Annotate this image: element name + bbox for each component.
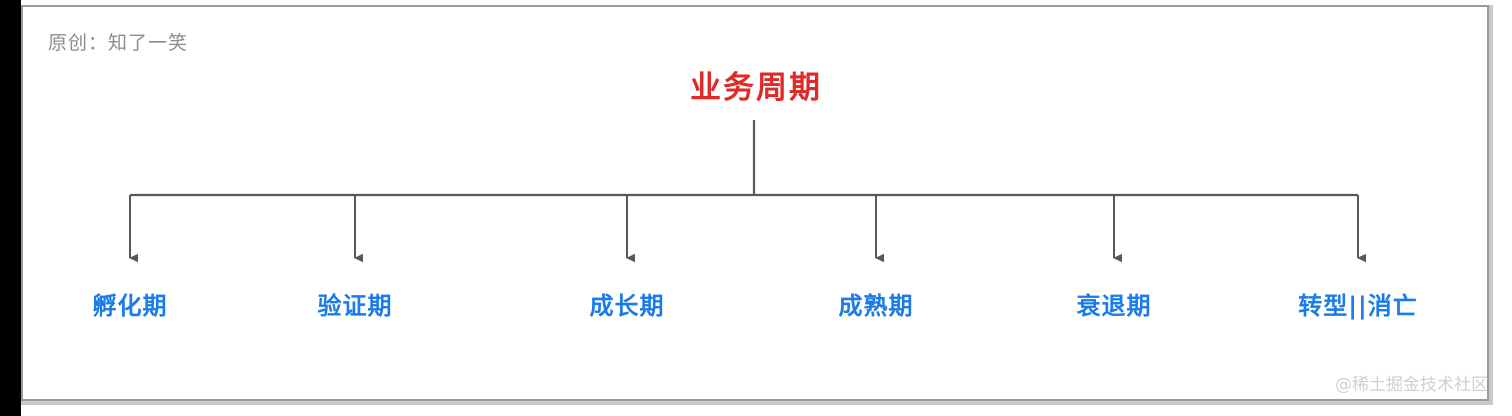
canvas-shadow-right [1489,5,1493,401]
credit-line: 原创：知了一笑 [48,32,189,54]
right-gutter [1493,0,1512,416]
watermark: @稀土掘金技术社区 [1335,375,1488,395]
leaf-node-validation: 验证期 [317,292,393,320]
canvas-shadow-bottom [21,401,1493,405]
leaf-node-incubation: 孵化期 [92,292,168,320]
leaf-node-maturity: 成熟期 [838,292,914,320]
leaf-node-decline: 衰退期 [1076,292,1152,320]
leaf-node-growth: 成长期 [589,292,665,320]
root-node-label: 业务周期 [690,70,822,106]
leaf-node-transform-or-death: 转型||消亡 [1298,292,1418,320]
left-gutter [0,0,21,416]
diagram-canvas [21,5,1489,401]
